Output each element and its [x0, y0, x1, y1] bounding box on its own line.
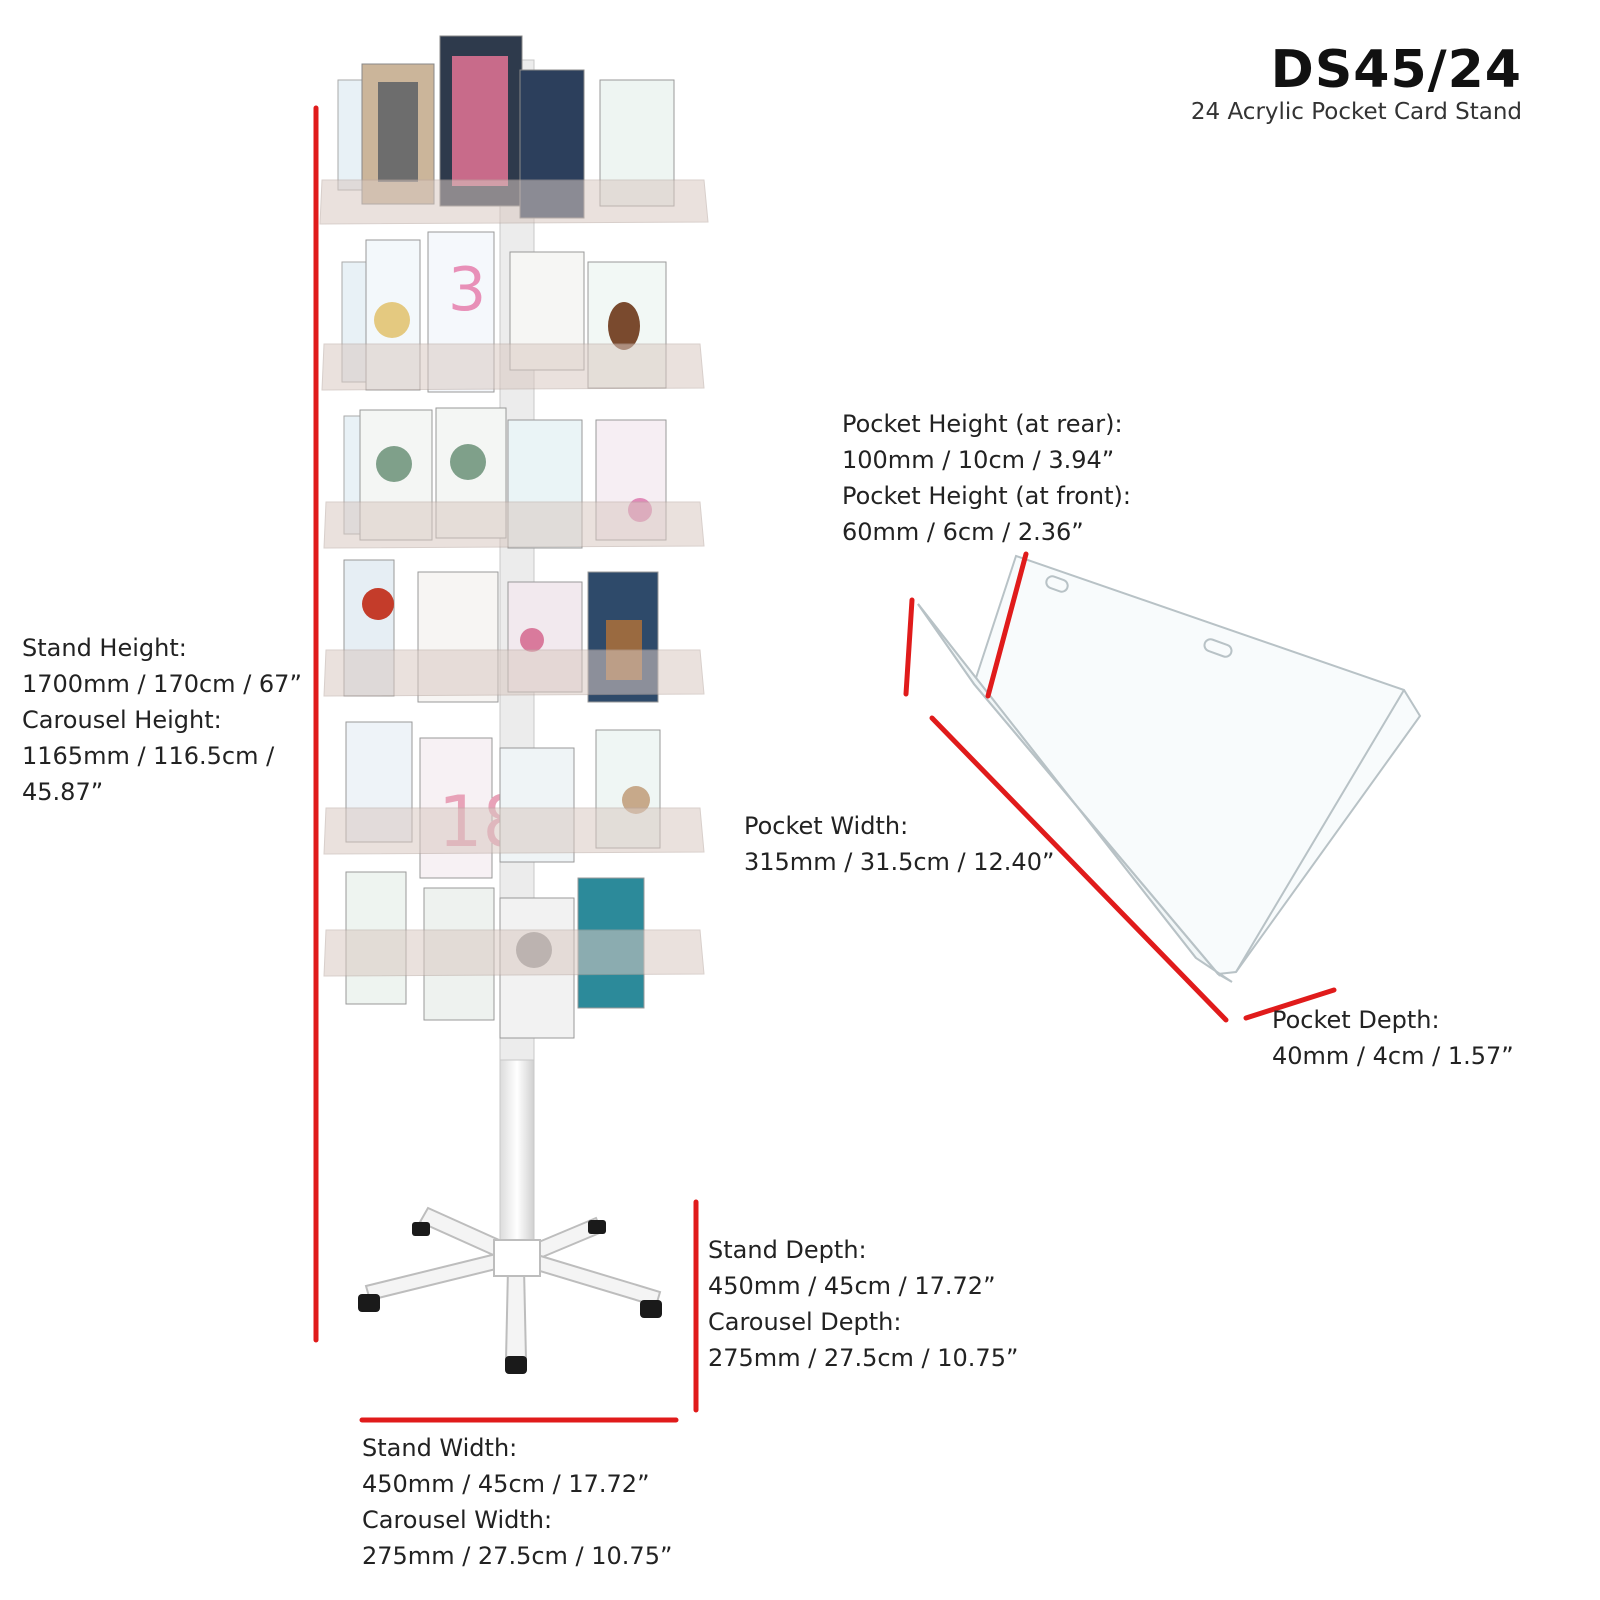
stand-width-value: 450mm / 45cm / 17.72”: [362, 1470, 650, 1498]
dimension-lines: [313, 105, 1337, 1423]
pocket-height-rear-label: Pocket Height (at rear):: [842, 410, 1123, 438]
pocket-height-rear-value: 100mm / 10cm / 3.94”: [842, 446, 1115, 474]
pocket-width-line: [929, 715, 1229, 1023]
model-number: DS45/24: [1270, 40, 1522, 100]
stand-depth-label: Stand Depth:: [708, 1236, 867, 1264]
card-tiers: 3: [319, 35, 709, 1039]
pocket-depth-specs: Pocket Depth: 40mm / 4cm / 1.57”: [1272, 1002, 1514, 1074]
carousel-height-value-line1: 1165mm / 116.5cm /: [22, 742, 275, 770]
carousel-height-label: Carousel Height:: [22, 706, 222, 734]
width-specs: Stand Width: 450mm / 45cm / 17.72” Carou…: [362, 1430, 672, 1574]
pocket-width-value: 315mm / 31.5cm / 12.40”: [744, 848, 1055, 876]
carousel-depth-value: 275mm / 27.5cm / 10.75”: [708, 1344, 1019, 1372]
stand-feet: [358, 1220, 662, 1374]
pocket-depth-line: [1243, 987, 1337, 1021]
carousel-width-value: 275mm / 27.5cm / 10.75”: [362, 1542, 673, 1570]
pocket-width-label: Pocket Width:: [744, 812, 909, 840]
height-specs: Stand Height: 1700mm / 170cm / 67” Carou…: [22, 630, 302, 810]
pocket-depth-value: 40mm / 4cm / 1.57”: [1272, 1042, 1514, 1070]
carousel-height-value-line2: 45.87”: [22, 778, 104, 806]
pocket-height-front-value: 60mm / 6cm / 2.36”: [842, 518, 1084, 546]
carousel-width-label: Carousel Width:: [362, 1506, 553, 1534]
acrylic-pocket-illustration: [917, 554, 1422, 983]
stand-depth-value: 450mm / 45cm / 17.72”: [708, 1272, 996, 1300]
stand-height-value: 1700mm / 170cm / 67”: [22, 670, 302, 698]
product-subtitle: 24 Acrylic Pocket Card Stand: [1190, 99, 1522, 126]
pocket-height-specs: Pocket Height (at rear): 100mm / 10cm / …: [842, 406, 1131, 550]
depth-specs: Stand Depth: 450mm / 45cm / 17.72” Carou…: [708, 1232, 1018, 1376]
stand-height-label: Stand Height:: [22, 634, 187, 662]
product-header: DS45/24 24 Acrylic Pocket Card Stand: [1190, 40, 1522, 127]
svg-text:3: 3: [448, 255, 486, 325]
pocket-height-front-label: Pocket Height (at front):: [842, 482, 1131, 510]
pocket-width-specs: Pocket Width: 315mm / 31.5cm / 12.40”: [744, 808, 1054, 880]
stand-base: [364, 1206, 662, 1361]
pocket-front-height-line: [903, 597, 915, 697]
carousel-depth-label: Carousel Depth:: [708, 1308, 902, 1336]
pocket-depth-label: Pocket Depth:: [1272, 1006, 1440, 1034]
stand-width-label: Stand Width:: [362, 1434, 518, 1462]
pocket-rear-height-line: [985, 551, 1029, 699]
